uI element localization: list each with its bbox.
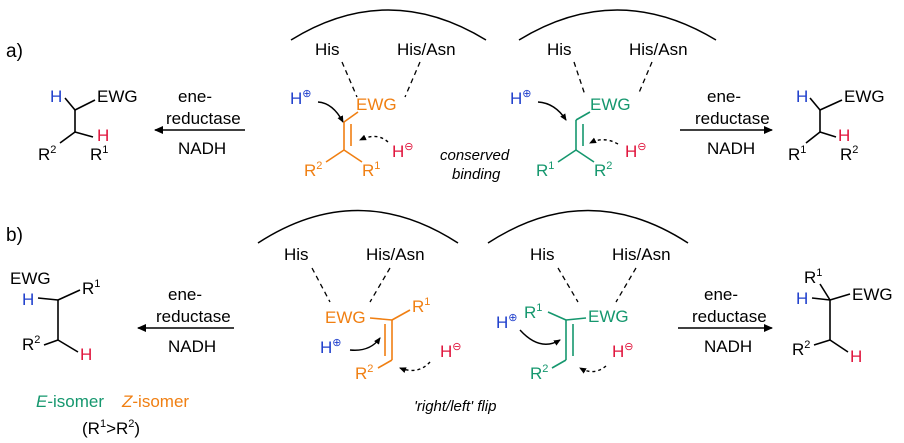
reaction-arrow-b-left: ene- reductase NADH	[137, 285, 234, 356]
product-a-left-h-red: H	[97, 126, 109, 145]
product-b-left-h-red: H	[80, 345, 92, 364]
enzyme-pocket-b-right: His His/Asn H⊕ R1 EWG R2 H⊖	[487, 209, 689, 383]
isomer-legend: E-isomer Z-isomer (R1>R2)	[36, 392, 189, 438]
product-b-right-h-red: H	[850, 347, 862, 366]
enzyme-arc-a-left	[290, 9, 487, 41]
product-a-right-r1: R1	[788, 144, 806, 164]
his-a-right: His	[547, 40, 572, 59]
his-asn-b-left: His/Asn	[366, 245, 425, 264]
product-b-right: R1 H EWG H R2	[792, 267, 893, 366]
product-a-left-ewg: EWG	[97, 87, 138, 106]
enzyme-arc-b-left	[257, 209, 459, 244]
reaction-arrow-b-right: ene- reductase NADH	[678, 285, 773, 356]
r1-b-left: R1	[412, 296, 430, 316]
arrow-a-right-nadh: NADH	[707, 139, 755, 158]
hydride-a-left: H⊖	[392, 141, 414, 161]
ewg-a-right: EWG	[590, 95, 631, 114]
arrow-b-right-reductase: reductase	[692, 307, 767, 326]
hydride-a-right: H⊖	[625, 141, 647, 161]
hydride-b-left: H⊖	[440, 341, 462, 361]
conserved-label: conserved	[440, 147, 510, 164]
proton-a-left: H⊕	[290, 88, 312, 108]
r2-b-left: R2	[355, 363, 373, 383]
enzyme-pocket-a-left: His His/Asn H⊕ EWG R2 R1 H⊖	[290, 9, 487, 180]
his-b-right: His	[530, 245, 555, 264]
product-b-left-r2: R2	[22, 334, 40, 354]
product-b-left-ewg: EWG	[10, 269, 51, 288]
product-a-right-r2: R2	[840, 144, 858, 164]
enzyme-arc-b-right	[487, 209, 689, 244]
product-a-left-h-blue: H	[50, 87, 62, 106]
his-b-left: His	[284, 245, 309, 264]
product-b-left-h-blue: H	[22, 290, 34, 309]
flip-label: 'right/left' flip	[414, 398, 496, 415]
reaction-arrow-a-right: ene- reductase NADH	[680, 87, 773, 158]
enzyme-pocket-a-right: His His/Asn H⊕ EWG R1 R2 H⊖	[510, 9, 717, 180]
ewg-b-right: EWG	[588, 307, 629, 326]
his-asn-a-left: His/Asn	[397, 40, 456, 59]
product-a-right: H EWG H R1 R2	[788, 87, 885, 164]
panel-label-a: a)	[6, 41, 23, 62]
product-a-left-r1: R1	[90, 144, 108, 164]
proton-b-left: H⊕	[320, 337, 342, 357]
hydride-b-right: H⊖	[612, 341, 634, 361]
e-isomer-label: E-isomer	[36, 392, 104, 411]
arrow-a-left-nadh: NADH	[178, 139, 226, 158]
r1-a-right: R1	[536, 160, 554, 180]
binding-label: binding	[452, 166, 501, 183]
arrow-a-right-reductase: reductase	[695, 109, 770, 128]
arrow-b-left-nadh: NADH	[168, 337, 216, 356]
arrow-a-right-ene: ene-	[707, 87, 741, 106]
enzyme-arc-a-right	[518, 9, 717, 41]
ewg-a-left: EWG	[356, 95, 397, 114]
r2-a-right: R2	[594, 160, 612, 180]
product-b-left-r1: R1	[82, 278, 100, 298]
panel-label-b: b)	[6, 225, 23, 246]
product-b-right-r2: R2	[792, 339, 810, 359]
r1-a-left: R1	[362, 160, 380, 180]
his-a-left: His	[315, 40, 340, 59]
reaction-arrow-a-left: ene- reductase NADH	[154, 87, 245, 158]
product-a-left: H EWG H R2 R1	[38, 87, 138, 164]
r1-b-right: R1	[524, 302, 542, 322]
arrow-b-right-nadh: NADH	[704, 337, 752, 356]
product-a-left-r2: R2	[38, 144, 56, 164]
arrow-b-right-ene: ene-	[704, 285, 738, 304]
ewg-b-left: EWG	[325, 308, 366, 327]
z-isomer-label: Z-isomer	[121, 392, 189, 411]
r1-gt-r2-label: (R1>R2)	[82, 418, 140, 438]
proton-a-right: H⊕	[510, 88, 532, 108]
product-a-right-ewg: EWG	[844, 87, 885, 106]
arrow-b-left-reductase: reductase	[156, 307, 231, 326]
product-a-right-h-blue: H	[796, 87, 808, 106]
product-b-right-ewg: EWG	[852, 285, 893, 304]
product-b-right-h-blue: H	[796, 289, 808, 308]
enzyme-pocket-b-left: His His/Asn EWG R1 R2 H⊕ H⊖	[257, 209, 462, 383]
his-asn-b-right: His/Asn	[612, 245, 671, 264]
r2-b-right: R2	[530, 363, 548, 383]
product-a-right-h-red: H	[838, 126, 850, 145]
arrow-b-left-ene: ene-	[168, 285, 202, 304]
product-b-right-r1: R1	[804, 267, 822, 287]
product-b-left: EWG H R1 H R2	[10, 269, 100, 364]
his-asn-a-right: His/Asn	[629, 40, 688, 59]
arrow-a-left-ene: ene-	[178, 87, 212, 106]
proton-b-right: H⊕	[496, 312, 518, 332]
r2-a-left: R2	[304, 160, 322, 180]
arrow-a-left-reductase: reductase	[166, 109, 241, 128]
